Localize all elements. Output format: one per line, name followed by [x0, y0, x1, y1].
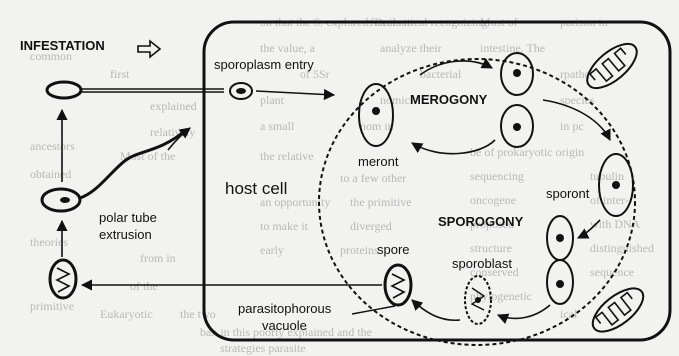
mitochondrion-icon — [586, 280, 651, 339]
label-polar-tube: polar tube — [99, 210, 157, 225]
label-parasitophorous: parasitophorous — [238, 301, 332, 316]
spore-tube-extrusion — [42, 130, 186, 211]
to-spore-arrow — [412, 300, 460, 320]
spore — [385, 265, 411, 305]
to-sporoblast-arrow — [498, 305, 550, 318]
label-sporoplasm-entry: sporoplasm entry — [214, 57, 314, 72]
dividing-meront — [501, 53, 533, 147]
hollow-arrow-icon — [138, 41, 160, 57]
label-extrusion: extrusion — [99, 227, 152, 242]
to-sporont-arrow — [543, 100, 610, 140]
label-vacuole: vacuole — [262, 318, 307, 333]
arrow-to-meront — [256, 91, 334, 95]
label-host-cell: host cell — [225, 179, 287, 198]
vacuole-pointer — [352, 306, 395, 314]
label-spore: spore — [377, 242, 410, 257]
label-meront: meront — [358, 154, 399, 169]
label-merogony: MEROGONY — [410, 92, 488, 107]
sporoplasm — [230, 83, 252, 99]
spore-with-polar-tube — [47, 82, 224, 98]
label-sporogony: SPOROGONY — [438, 214, 524, 229]
label-sporoblast: sporoblast — [452, 256, 512, 271]
meront — [359, 84, 393, 146]
merogony-arrow — [412, 140, 495, 154]
mitochondrion-icon — [580, 36, 644, 96]
sporoblast — [465, 276, 491, 324]
merogony-arrow — [420, 61, 492, 75]
to-dividing-sporont-arrow — [578, 220, 600, 238]
spore-bottom-left — [50, 260, 76, 298]
dividing-sporont — [547, 216, 573, 304]
sporont — [599, 154, 633, 216]
label-infestation: INFESTATION — [20, 38, 105, 53]
label-sporont: sporont — [546, 186, 590, 201]
